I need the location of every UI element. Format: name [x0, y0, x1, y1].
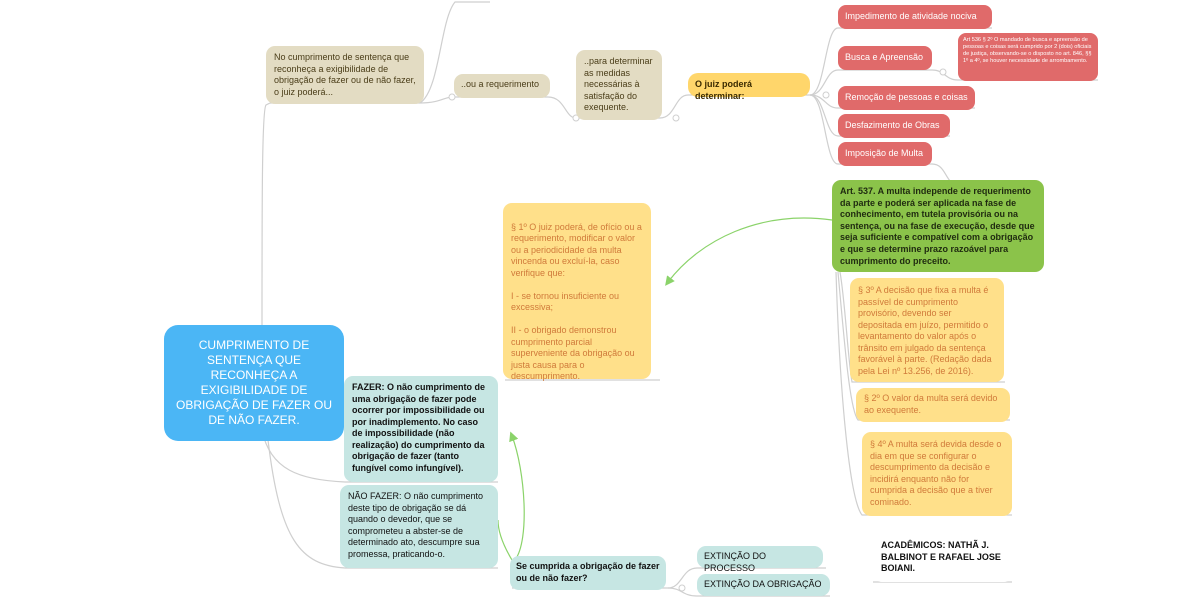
academicos-node[interactable]: ACADÊMICOS: NATHÃ J. BALBINOT E RAFAEL J…: [873, 534, 1013, 582]
requerimento-node[interactable]: ..ou a requerimento: [454, 74, 550, 98]
paragrafo-2-node[interactable]: § 2º O valor da multa será devido ao exe…: [856, 388, 1010, 422]
paragrafo-1-node[interactable]: § 1º O juiz poderá, de ofício ou a reque…: [503, 203, 651, 382]
nao-fazer-text: NÃO FAZER: O não cumprimento deste tipo …: [348, 491, 484, 559]
medida-multa-text: Imposição de Multa: [845, 148, 924, 158]
determinar-medidas-text: ..para determinar as medidas necessárias…: [584, 56, 653, 112]
art537-text: Art. 537. A multa independe de requerime…: [840, 186, 1035, 266]
extincao-obrigacao-text: EXTINÇÃO DA OBRIGAÇÃO: [704, 579, 822, 589]
paragrafo-3-node[interactable]: § 3º A decisão que fixa a multa é passív…: [850, 278, 1004, 382]
medida-busca-apreensao[interactable]: Busca e Apreensão: [838, 46, 932, 70]
connector-art537-par3: [839, 271, 1005, 383]
connector-root-fazer: [261, 429, 346, 483]
cumprida-text: Se cumprida a obrigação de fazer ou de n…: [516, 561, 660, 583]
connector-dot: [448, 93, 456, 101]
extincao-processo-node[interactable]: EXTINÇÃO DO PROCESSO: [697, 546, 823, 573]
connector-dot: [939, 68, 947, 76]
arrow-art537-par1: [665, 217, 833, 286]
determinar-medidas-node[interactable]: ..para determinar as medidas necessárias…: [576, 50, 662, 120]
connector-root-naofazer: [267, 439, 346, 569]
medida-busca-text: Busca e Apreensão: [845, 52, 924, 62]
paragrafo-4-text: § 4º A multa será devida desde o dia em …: [870, 439, 1002, 507]
connector-juiz-m2: [809, 69, 932, 96]
root-topic[interactable]: CUMPRIMENTO DE SENTENÇA QUE RECONHEÇA A …: [164, 325, 344, 441]
connector-juiz-m4: [809, 94, 950, 137]
arrow-cumprida-naofazer: [497, 519, 513, 561]
main-branch-node[interactable]: No cumprimento de sentença que reconheça…: [266, 46, 424, 104]
connector-busca-nota: [931, 69, 1098, 81]
medida-multa[interactable]: Imposição de Multa: [838, 142, 932, 166]
paragrafo-2-text: § 2º O valor da multa será devido ao exe…: [864, 393, 998, 415]
connector-dot: [678, 584, 686, 592]
juiz-determinar-node[interactable]: O juiz poderá determinar:: [688, 73, 810, 101]
requerimento-text: ..ou a requerimento: [461, 79, 540, 89]
paragrafo-1-text: § 1º O juiz poderá, de ofício ou a reque…: [511, 221, 642, 382]
paragrafo-3-text: § 3º A decisão que fixa a multa é passív…: [858, 285, 992, 376]
busca-nota-node[interactable]: Art 536 § 2º O mandado de busca e apreen…: [958, 33, 1098, 81]
busca-nota-text: Art 536 § 2º O mandado de busca e apreen…: [963, 37, 1092, 64]
extincao-obrigacao-node[interactable]: EXTINÇÃO DA OBRIGAÇÃO: [697, 574, 830, 596]
medida-desfazimento-text: Desfazimento de Obras: [845, 120, 940, 130]
connector-juiz-m5: [809, 94, 932, 165]
fazer-node[interactable]: FAZER: O não cumprimento de uma obrigaçã…: [344, 376, 498, 482]
medida-remocao[interactable]: Remoção de pessoas e coisas: [838, 86, 975, 110]
medida-impedimento[interactable]: Impedimento de atividade nociva: [838, 5, 992, 29]
fazer-text: FAZER: O não cumprimento de uma obrigaçã…: [352, 382, 486, 473]
main-branch-text: No cumprimento de sentença que reconheça…: [274, 52, 416, 97]
connector-det-juiz: [659, 94, 810, 119]
root-topic-text: CUMPRIMENTO DE SENTENÇA QUE RECONHEÇA A …: [175, 338, 333, 427]
paragrafo-4-node[interactable]: § 4º A multa será devida desde o dia em …: [862, 432, 1012, 516]
connector-juiz-m1: [809, 27, 992, 96]
extincao-processo-text: EXTINÇÃO DO PROCESSO: [704, 551, 767, 573]
cumprida-node[interactable]: Se cumprida a obrigação de fazer ou de n…: [510, 556, 666, 590]
medida-desfazimento[interactable]: Desfazimento de Obras: [838, 114, 950, 138]
connector-root-main: [261, 102, 271, 331]
connector-cumprida-obr: [667, 587, 830, 597]
connector-top: [419, 1, 490, 104]
academicos-text: ACADÊMICOS: NATHÃ J. BALBINOT E RAFAEL J…: [881, 540, 1001, 573]
connector-juiz-m3: [809, 94, 975, 109]
connector-art537-par4: [835, 271, 1012, 516]
art537-node[interactable]: Art. 537. A multa independe de requerime…: [832, 180, 1044, 272]
juiz-determinar-text: O juiz poderá determinar:: [695, 79, 753, 101]
medida-impedimento-text: Impedimento de atividade nociva: [845, 11, 977, 21]
arrow-cumprida-fazer: [509, 431, 525, 561]
nao-fazer-node[interactable]: NÃO FAZER: O não cumprimento deste tipo …: [340, 485, 498, 568]
connector-dot: [822, 91, 830, 99]
medida-remocao-text: Remoção de pessoas e coisas: [845, 92, 968, 102]
connector-dot: [672, 114, 680, 122]
